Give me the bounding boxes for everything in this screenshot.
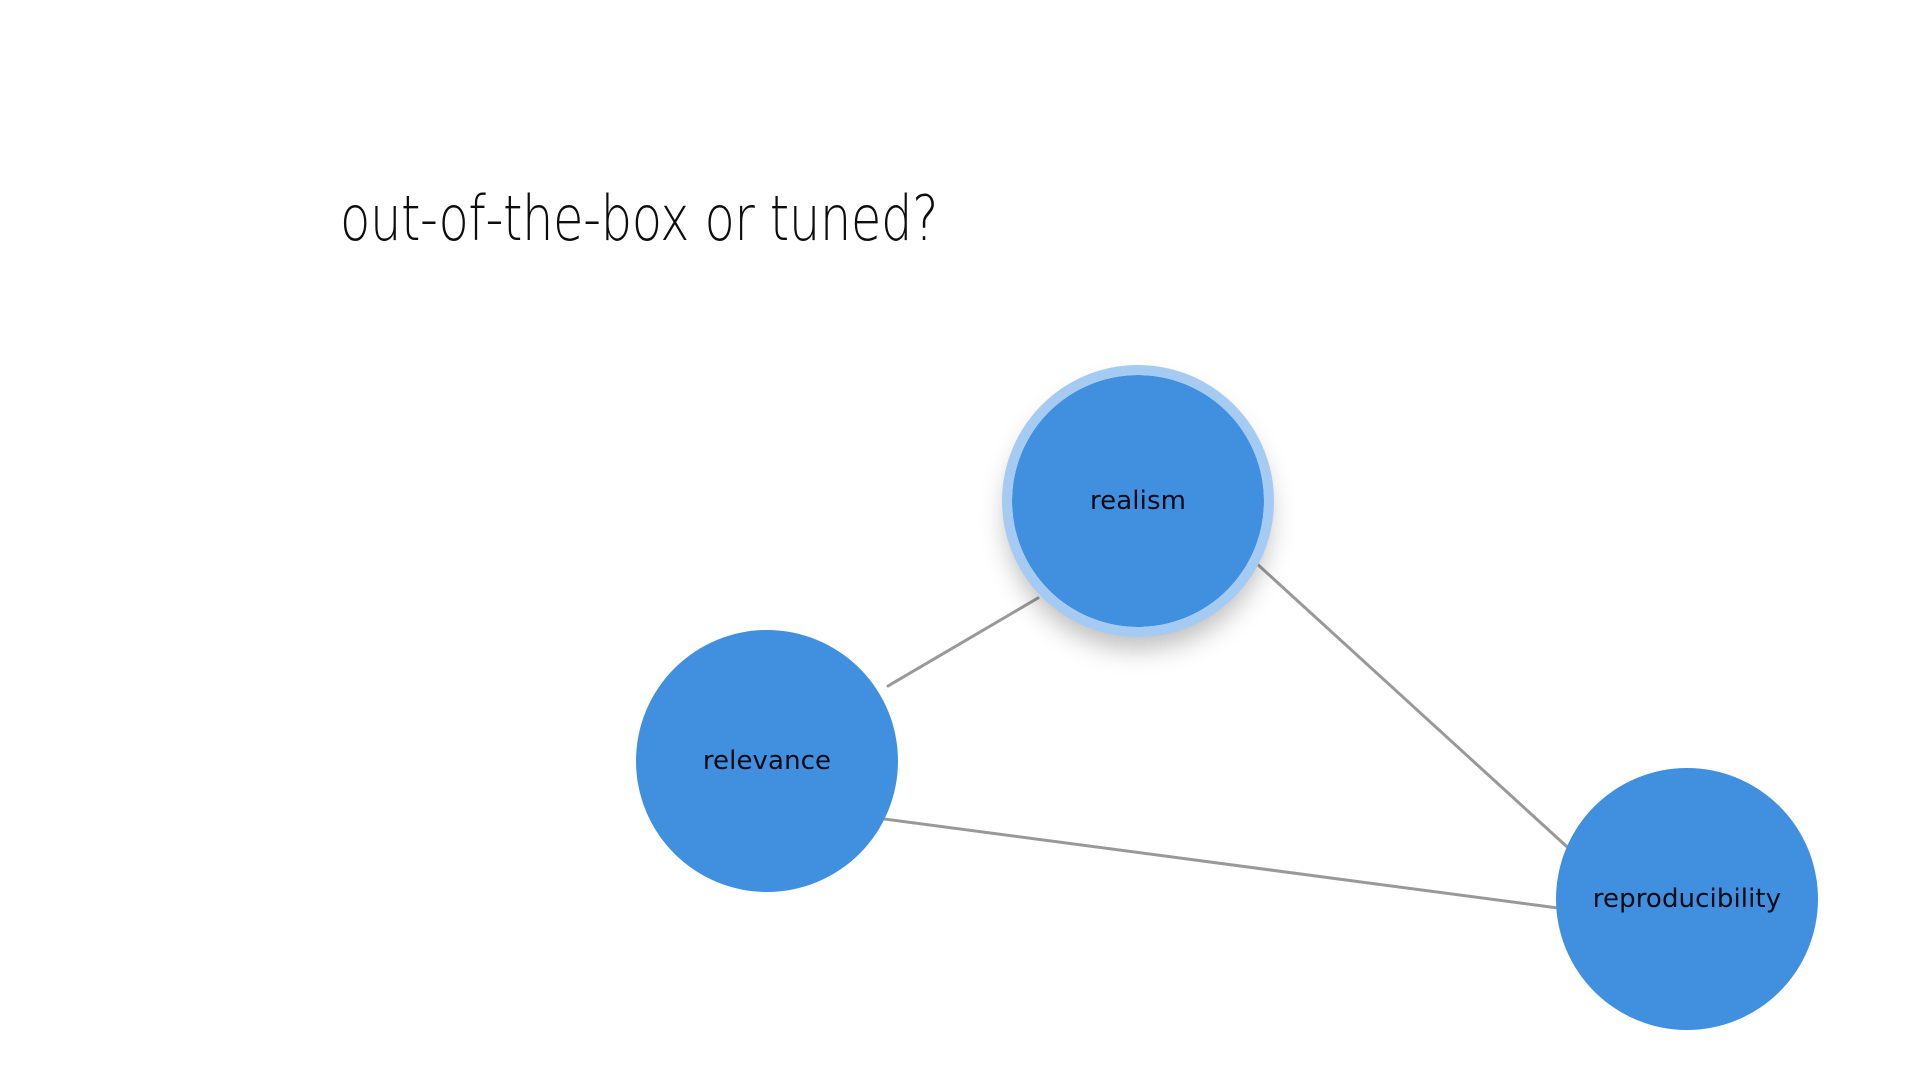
graph-node-relevance[interactable]: relevance	[636, 630, 898, 892]
page-title: out-of-the-box or tuned?	[340, 182, 939, 255]
edge-realism-reproducibility	[1253, 560, 1578, 857]
graph-node-label: relevance	[702, 746, 832, 776]
graph-node-reproducibility[interactable]: reproducibility	[1556, 768, 1818, 1030]
graph-node-label: realism	[1089, 486, 1187, 516]
edge-relevance-reproducibility	[875, 816, 1560, 910]
graph-node-label: reproducibility	[1592, 884, 1782, 914]
edge-relevance-realism	[886, 596, 1040, 688]
graph-node-realism[interactable]: realism	[1002, 365, 1274, 637]
